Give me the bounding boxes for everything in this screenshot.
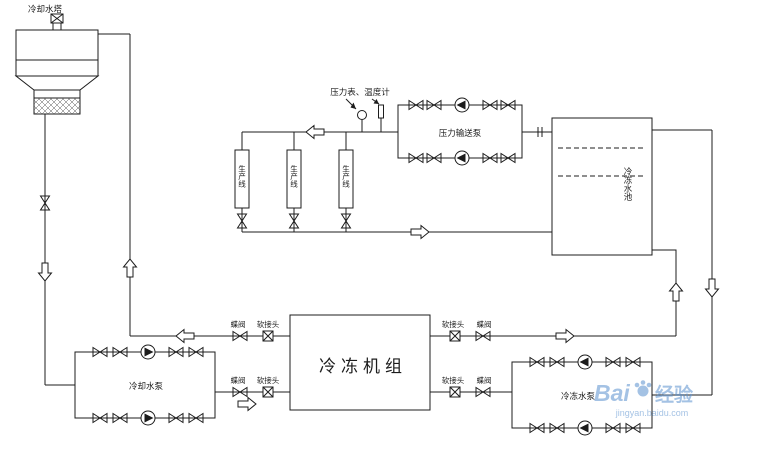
tower-funnel bbox=[14, 75, 100, 91]
soft-joint-label: 软接头 bbox=[442, 375, 465, 385]
flow-arrow-up-icon bbox=[123, 258, 137, 278]
soft-joint-icon bbox=[449, 330, 461, 342]
cooling-tower: 冷却水塔 bbox=[14, 4, 100, 115]
soft-joint-label: 软接头 bbox=[257, 375, 280, 385]
pump-icon bbox=[577, 420, 593, 436]
chiller-unit: 冷冻机组 bbox=[289, 314, 431, 411]
flow-arrow-down-icon bbox=[38, 262, 52, 282]
chilled-water-tank-label: 冷冻水池 bbox=[623, 166, 633, 201]
instruments-label: 压力表、温度计 bbox=[330, 87, 390, 97]
pump-icon bbox=[140, 410, 156, 426]
pump-icon bbox=[140, 344, 156, 360]
production-lines: 生产线 生产线 生产线 bbox=[234, 149, 354, 229]
tower-fill-media bbox=[15, 29, 99, 61]
soft-joint-icon bbox=[262, 386, 274, 398]
cooling-water-pump-label: 冷却水泵 bbox=[129, 381, 164, 391]
pump-icon bbox=[454, 97, 470, 113]
pressure-pump-assembly: 压力输送泵 bbox=[397, 97, 543, 166]
production-line-box bbox=[234, 149, 250, 209]
production-line-box bbox=[338, 149, 354, 209]
flow-arrow-down-icon bbox=[705, 278, 719, 298]
production-line-label: 生产线 bbox=[237, 164, 246, 188]
soft-joint-label: 软接头 bbox=[442, 319, 465, 329]
watermark: Bai 经验 jingyan.baidu.com bbox=[594, 380, 694, 418]
tower-basin-water bbox=[34, 98, 80, 114]
butterfly-valve-label: 蝶阀 bbox=[231, 375, 246, 385]
soft-joint-label: 软接头 bbox=[257, 319, 280, 329]
watermark-brand-latin: Bai bbox=[594, 380, 630, 406]
thermometer-icon bbox=[378, 104, 384, 119]
butterfly-valve-label: 蝶阀 bbox=[477, 319, 492, 329]
pump-icon bbox=[577, 354, 593, 370]
soft-joint-icon bbox=[262, 330, 274, 342]
cooling-tower-label: 冷却水塔 bbox=[28, 4, 63, 14]
baidu-paw-icon bbox=[634, 380, 652, 397]
chilled-water-tank: 冷冻水池 bbox=[551, 117, 653, 256]
evaporator-inlet-valves: 软接头 蝶阀 bbox=[442, 375, 492, 398]
flow-arrow-left-icon bbox=[305, 125, 325, 139]
flow-arrow-right-icon bbox=[410, 225, 430, 239]
flow-arrow-up-icon bbox=[669, 282, 683, 302]
soft-joint-icon bbox=[449, 386, 461, 398]
tower-louvers bbox=[15, 59, 99, 77]
chilled-water-pump-assembly: 冷冻水泵 bbox=[511, 354, 653, 436]
flow-arrow-right-icon bbox=[237, 397, 257, 411]
instruments: 压力表、温度计 bbox=[330, 87, 390, 132]
condenser-supply-valves: 蝶阀 软接头 bbox=[231, 375, 280, 398]
production-line-label: 生产线 bbox=[289, 164, 298, 188]
watermark-url: jingyan.baidu.com bbox=[615, 408, 689, 418]
chiller-unit-label: 冷冻机组 bbox=[319, 357, 407, 376]
production-line-label: 生产线 bbox=[341, 164, 350, 188]
chiller-unit-box bbox=[289, 314, 431, 411]
pressure-gauge-icon bbox=[357, 110, 367, 120]
chilled-water-pump-label: 冷冻水泵 bbox=[561, 391, 596, 401]
flow-arrow-right-icon bbox=[555, 329, 575, 343]
condenser-return-valves: 蝶阀 软接头 bbox=[231, 319, 280, 342]
evaporator-outlet-valves: 软接头 蝶阀 bbox=[442, 319, 492, 342]
pump-icon bbox=[454, 150, 470, 166]
watermark-brand-cn: 经验 bbox=[655, 383, 694, 406]
cooling-water-pump-assembly: 冷却水泵 bbox=[74, 344, 216, 426]
butterfly-valve-label: 蝶阀 bbox=[231, 319, 246, 329]
butterfly-valve-label: 蝶阀 bbox=[477, 375, 492, 385]
tower-motor bbox=[50, 13, 64, 24]
pressure-pump-label: 压力输送泵 bbox=[439, 128, 482, 138]
flow-arrow-left-icon bbox=[175, 329, 195, 343]
production-line-box bbox=[286, 149, 302, 209]
